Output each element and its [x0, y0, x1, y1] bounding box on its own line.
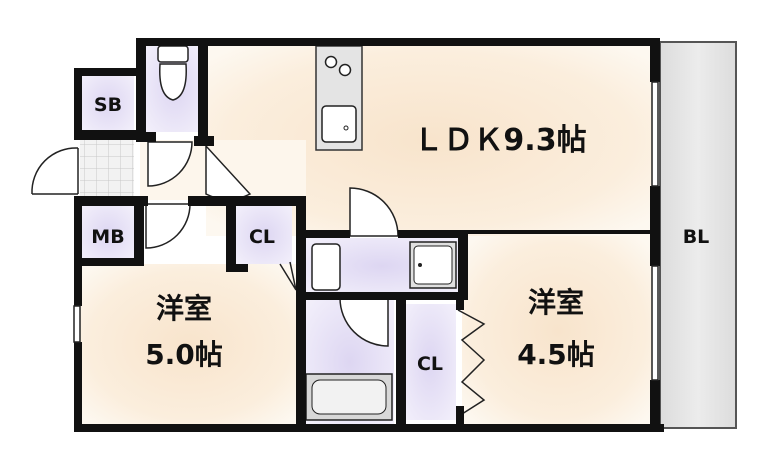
closet-upper-label: CL [249, 226, 275, 248]
washing-machine-pan [409, 241, 457, 289]
western-right-name: 洋室 [528, 286, 584, 319]
walls [74, 38, 664, 432]
closet-lower-label: CL [417, 353, 443, 375]
balcony-floor [659, 41, 737, 429]
western-right-floor [462, 236, 654, 426]
shoe-box-floor [82, 74, 134, 132]
toilet-fixture [157, 45, 189, 101]
western-left-size: 5.0帖 [145, 338, 223, 371]
meter-box-floor [82, 206, 134, 262]
bathtub [305, 373, 393, 421]
closet-upper-floor [236, 206, 292, 264]
western-left-name: 洋室 [156, 292, 212, 325]
windows [73, 81, 659, 381]
washbasin [311, 243, 341, 291]
closet-lower-floor [404, 304, 456, 420]
ldk-label: ＬＤＫ9.3帖 [413, 123, 586, 158]
western-right-size: 4.5帖 [517, 338, 595, 371]
western-left-floor [78, 264, 300, 426]
door-swings [31, 141, 486, 415]
entrance-tile [80, 140, 134, 198]
shoe-box-label: SB [94, 94, 122, 116]
kitchen-counter [315, 45, 363, 151]
balcony-label: BL [683, 226, 710, 248]
meter-box-label: MB [91, 226, 124, 248]
